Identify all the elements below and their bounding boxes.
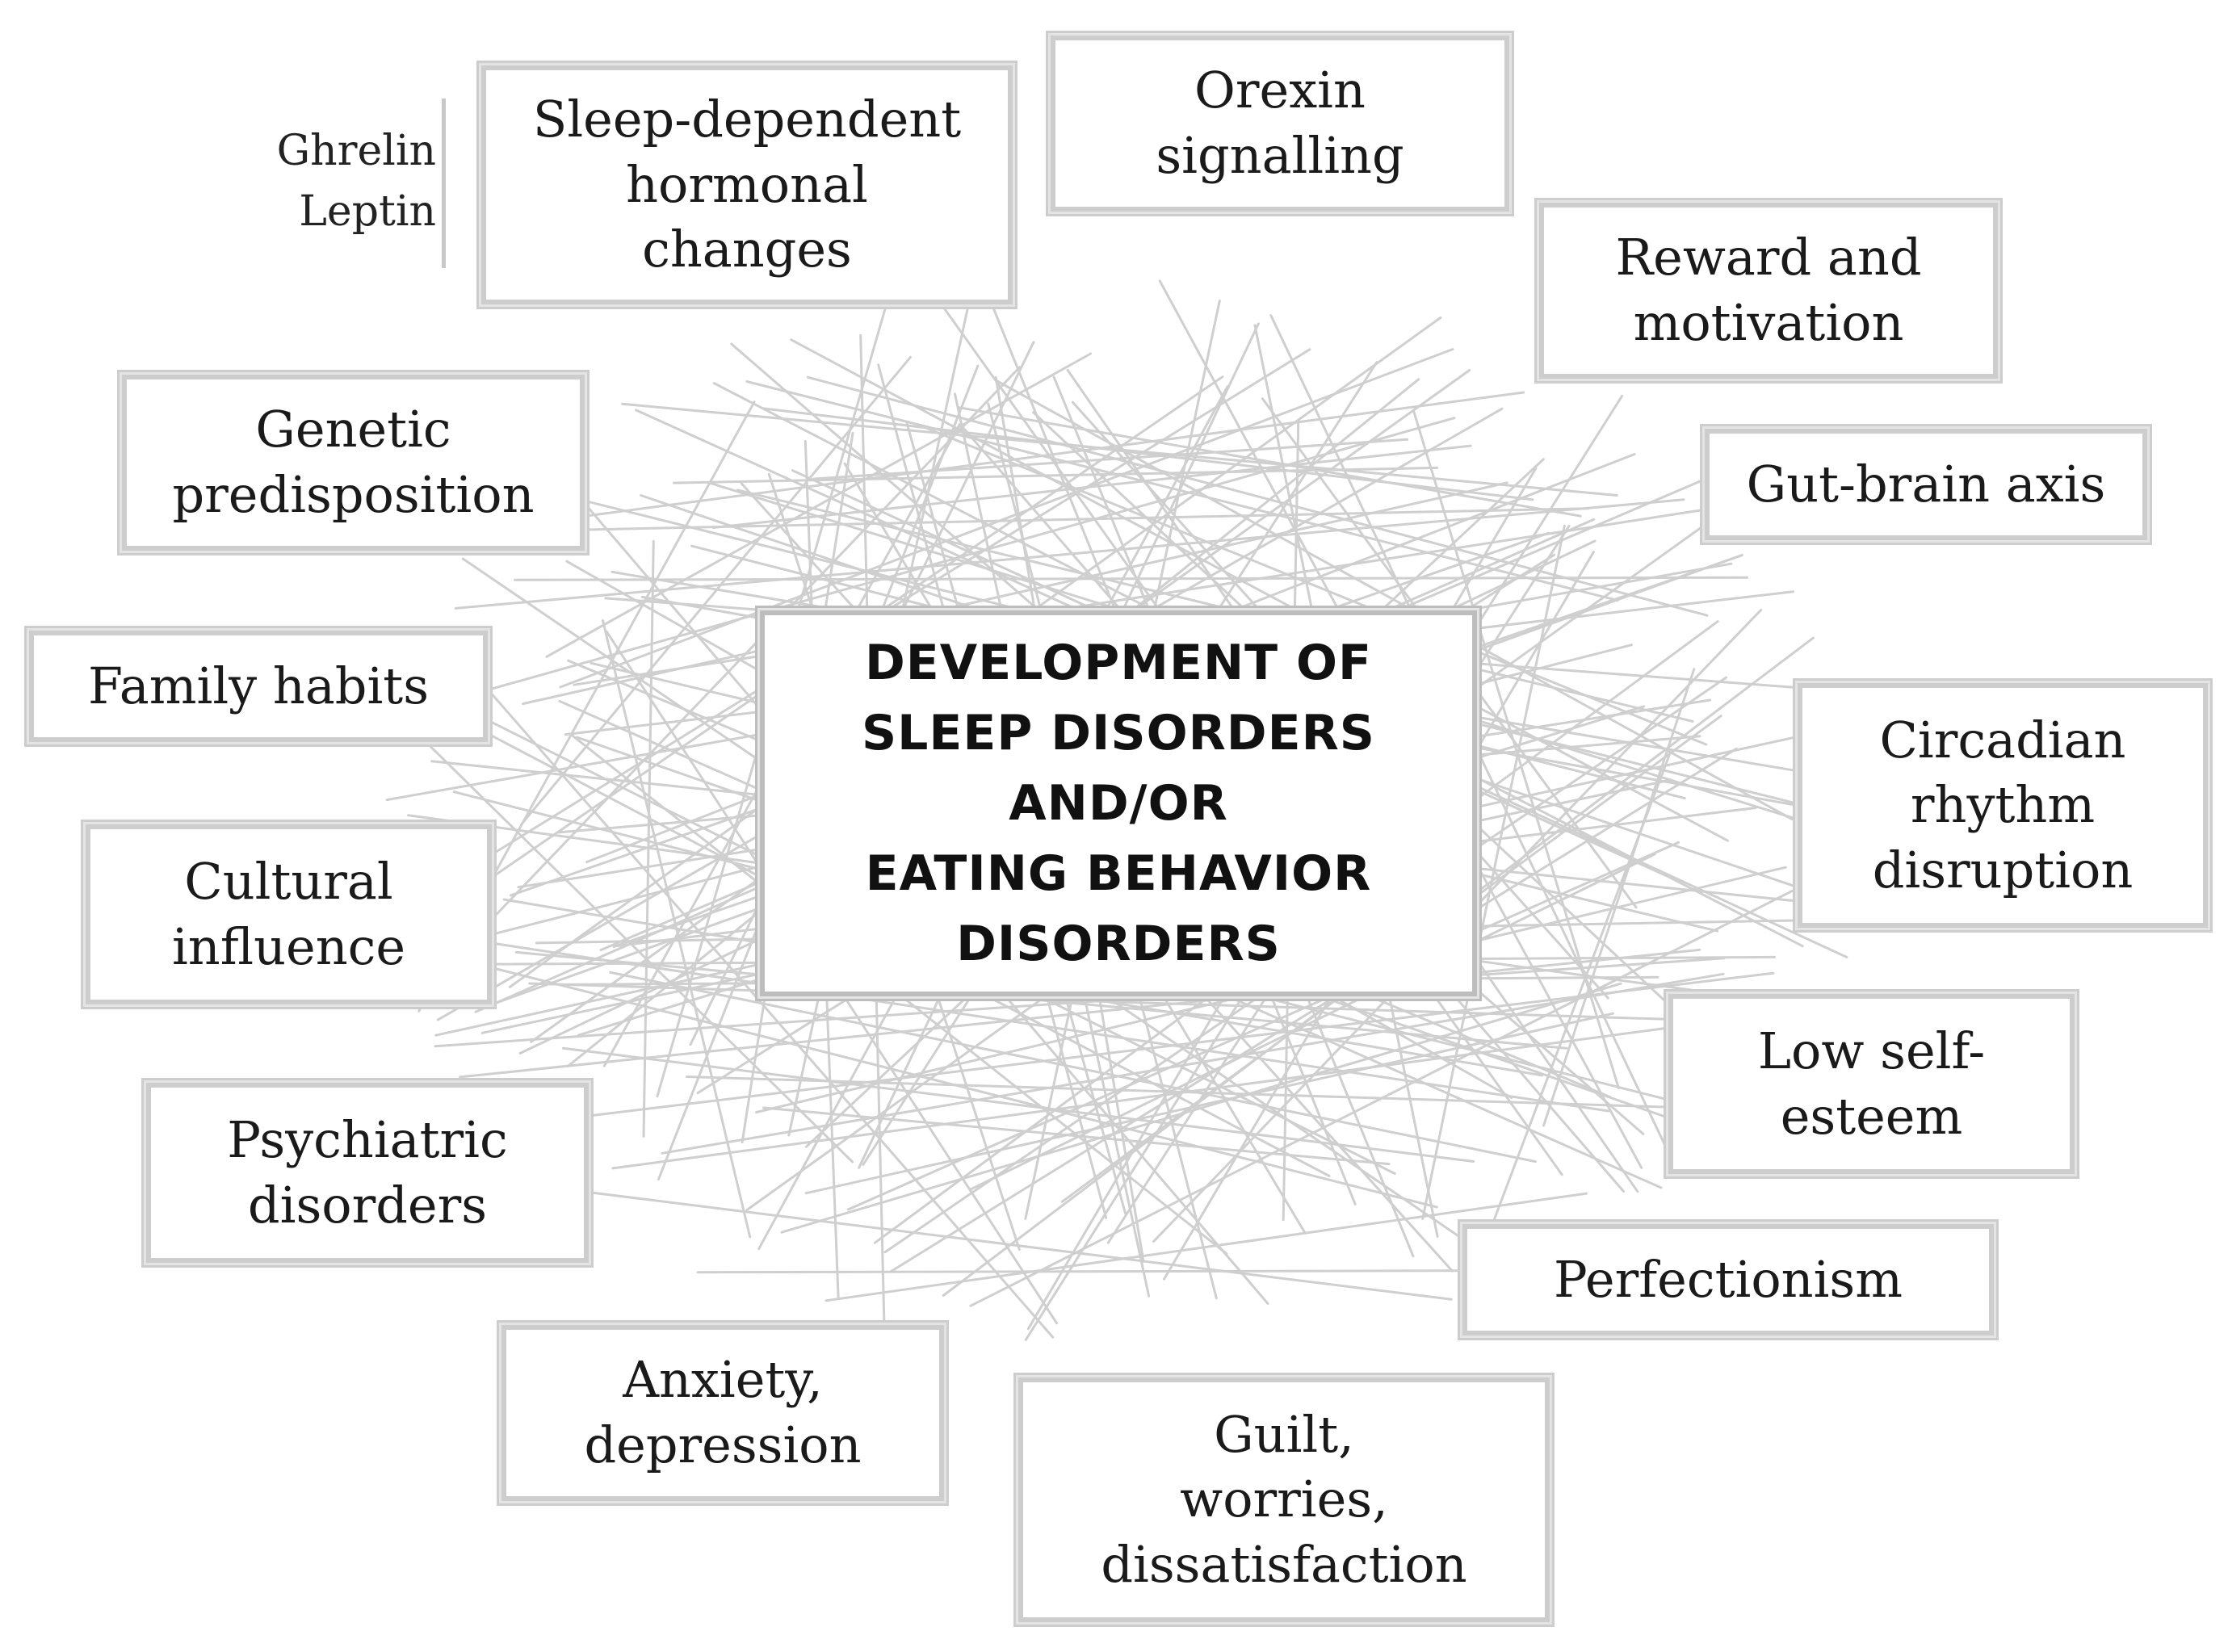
web-line xyxy=(804,1012,1614,1195)
web-line xyxy=(434,957,1726,1048)
factor-orexin-signalling: Orexin signalling xyxy=(1046,31,1514,216)
factor-psychiatric-disorders: Psychiatric disorders xyxy=(141,1078,594,1268)
web-line xyxy=(514,576,1748,581)
factor-sleep-hormonal-changes: Sleep-dependent hormonal changes xyxy=(476,61,1017,309)
web-line xyxy=(642,539,655,1138)
factor-gut-brain-axis: Gut-brain axis xyxy=(1700,424,2152,545)
web-line xyxy=(661,972,1725,1155)
factor-cultural-influence: Cultural influence xyxy=(81,820,497,1009)
web-line xyxy=(925,426,1708,746)
central-outcome-box: DEVELOPMENT OF SLEEP DISORDERS AND/OR EA… xyxy=(755,606,1482,1001)
web-line xyxy=(522,481,1508,706)
factor-reward-motivation: Reward and motivation xyxy=(1534,198,2003,384)
factor-anxiety-depression: Anxiety, depression xyxy=(497,1320,949,1506)
web-line xyxy=(550,391,1525,522)
web-line xyxy=(573,1189,1453,1301)
web-line xyxy=(562,971,1775,1121)
web-line xyxy=(471,507,1590,534)
factor-perfectionism: Perfectionism xyxy=(1458,1219,1999,1340)
web-line xyxy=(958,406,1582,518)
web-line xyxy=(409,945,1438,1209)
web-line xyxy=(780,982,1622,1234)
web-line xyxy=(559,348,1454,689)
web-line xyxy=(696,1269,1479,1274)
web-line xyxy=(673,466,1439,484)
web-line xyxy=(846,841,1680,1211)
web-line xyxy=(459,948,1701,1079)
factor-family-habits: Family habits xyxy=(24,626,493,747)
factor-genetic-predisposition: Genetic predisposition xyxy=(117,370,590,556)
web-line xyxy=(621,402,1618,497)
hormone-list: Ghrelin Leptin xyxy=(276,127,436,237)
web-line xyxy=(812,438,1409,480)
web-line xyxy=(1542,668,1696,1127)
factor-guilt-worries-dissatisfaction: Guilt, worries, dissatisfaction xyxy=(1013,1373,1555,1627)
web-line xyxy=(824,1192,1588,1302)
web-line xyxy=(490,417,1456,690)
web-line xyxy=(995,379,1794,820)
web-line xyxy=(969,884,1804,1307)
hormone-bracket-line xyxy=(442,99,446,268)
factor-circadian-rhythm-disruption: Circadian rhythm disruption xyxy=(1793,678,2213,933)
web-line xyxy=(468,666,1055,1339)
web-line xyxy=(1491,752,1672,1226)
factor-low-self-esteem: Low self- esteem xyxy=(1664,989,2079,1179)
web-line xyxy=(454,498,1685,610)
web-line xyxy=(686,1075,1706,1109)
web-line xyxy=(790,338,1729,842)
web-line xyxy=(602,619,752,1239)
